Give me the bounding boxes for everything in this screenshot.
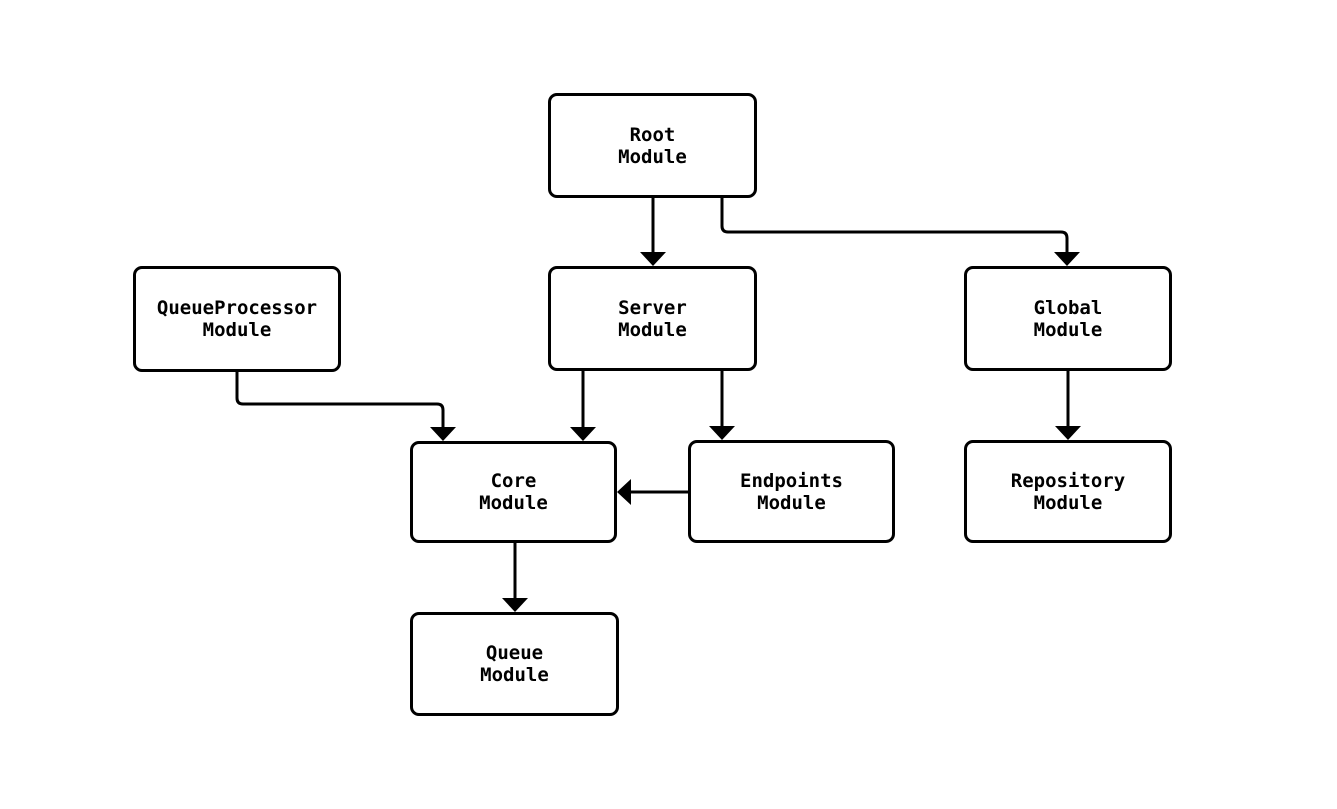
arrowhead-down-icon — [430, 427, 456, 441]
node-label-line2: Module — [618, 145, 687, 168]
node-label-line1: QueueProcessor — [156, 297, 318, 319]
node-label-line2: Module — [202, 319, 272, 341]
node-label-line1: Server — [618, 296, 687, 319]
node-core-module: Core Module — [410, 441, 617, 543]
arrowhead-down-icon — [502, 598, 528, 612]
node-label-line1: Queue — [485, 642, 544, 664]
node-label-line2: Module — [757, 491, 826, 514]
edge-global-to-repository — [1055, 371, 1081, 440]
arrowhead-down-icon — [640, 252, 666, 266]
edge-root-to-global — [720, 198, 1080, 266]
node-label-line2: Module — [1033, 491, 1103, 514]
node-queue-module: Queue Module — [410, 612, 619, 716]
node-label-line1: Root — [629, 123, 676, 146]
edge-endpoints-to-core — [617, 479, 688, 505]
arrowhead-down-icon — [1055, 426, 1081, 440]
node-root-module: Root Module — [548, 93, 757, 198]
node-label-line2: Module — [618, 318, 687, 341]
node-label-line1: Core — [490, 470, 537, 492]
edge-queueprocessor-to-core — [235, 372, 456, 441]
node-endpoints-module: Endpoints Module — [688, 440, 895, 543]
node-server-module: Server Module — [548, 266, 757, 371]
node-label-line2: Module — [1033, 318, 1103, 341]
arrowhead-down-icon — [570, 427, 596, 441]
edge-root-to-server — [640, 198, 666, 266]
arrowhead-left-icon — [617, 479, 631, 505]
node-queueprocessor-module: QueueProcessor Module — [133, 266, 341, 372]
node-global-module: Global Module — [964, 266, 1172, 371]
node-repository-module: Repository Module — [964, 440, 1172, 543]
edge-server-to-endpoints — [709, 371, 735, 440]
node-label-line2: Module — [479, 492, 548, 514]
edge-core-to-queue — [502, 543, 528, 612]
node-label-line1: Repository — [1010, 469, 1126, 492]
edge-server-to-core — [570, 371, 596, 441]
node-label-line1: Endpoints — [740, 469, 843, 492]
arrowhead-down-icon — [709, 426, 735, 440]
node-label-line1: Global — [1033, 296, 1103, 319]
node-label-line2: Module — [480, 664, 549, 686]
arrowhead-down-icon — [1054, 252, 1080, 266]
